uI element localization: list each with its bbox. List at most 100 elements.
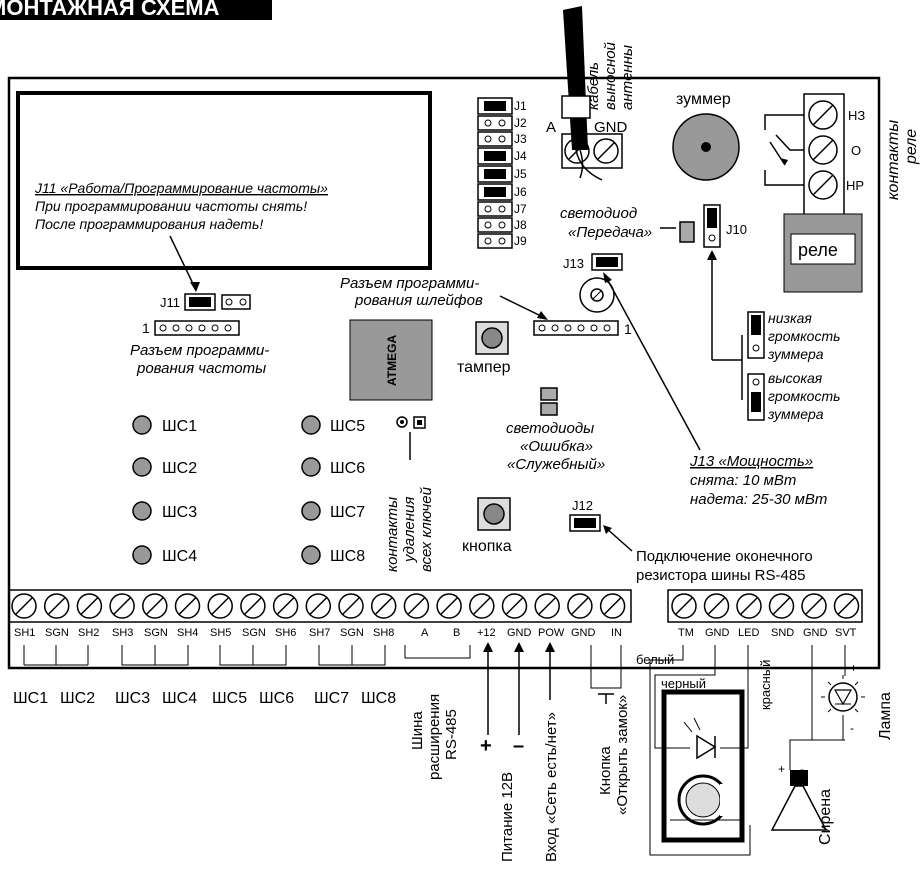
svg-text:расширения: расширения [426,694,443,780]
terminal-strip-right [667,589,863,623]
terminal-right-screw-slot-3 [772,597,791,615]
siren [790,770,808,786]
loop-pair-5: ШС5 [212,690,247,707]
loop-pair-1: ШС1 [13,690,48,707]
terminal-main-label-2: SH2 [78,627,99,639]
terminal-main-screw-slot-16 [538,597,556,615]
volume-high-line1: высокая [768,370,823,386]
atmega-label: ATMEGA [385,335,399,386]
prog-loops-pin1: 1 [624,321,632,337]
svg-text:выносной: выносной [602,41,619,110]
note-line1: При программировании частоты снять! [35,198,307,214]
rs485-term-line1: Подключение оконечного [636,548,813,565]
svg-text:Шина: Шина [409,711,426,750]
terminal-main-label-14: +12 [477,627,496,639]
svg-text:RS-485: RS-485 [443,709,460,760]
siren-minus: - [800,762,804,776]
terminal-main-screw-slot-12 [407,597,425,615]
terminal-main-screw-slot-13 [440,597,458,615]
loop-pair-7: ШС7 [314,690,349,707]
terminal-right-screw-slot-4 [805,597,823,615]
terminal-right-label-5: SVT [835,627,857,639]
power-label: Питание 12В [499,772,516,862]
wire-white: белый [636,652,674,667]
header-title-bg [0,0,272,20]
atmega-chip [349,319,433,401]
terminal-main-label-18: IN [611,627,622,639]
antenna-pin-gnd: GND [594,119,628,136]
terminal-main-screw-slot-4 [146,597,164,615]
terminal-main-screw-slot-9 [309,597,327,615]
loop-led-7-label: ШС7 [330,504,365,521]
terminal-right-label-1: GND [705,627,730,639]
terminal-main-screw-slot-11 [375,597,393,615]
terminal-main-screw-slot-6 [211,597,229,615]
note-heading: J11 «Работа/Программирование частоты» [34,180,328,196]
svg-text:«Открыть замок»: «Открыть замок» [614,695,631,815]
terminal-main-screw-slot-7 [244,597,262,615]
reader-led-icon [683,717,717,760]
relay-com-label: О [851,143,861,158]
loop-led-5 [301,415,321,435]
led-tx [679,221,695,243]
door-button-label: Кнопка «Открыть замок» [597,695,631,815]
jumper-j1-label: J1 [514,99,527,113]
svg-text:контакты: контакты [885,120,902,200]
loop-wiring [23,645,471,666]
terminal-main-label-7: SGN [242,627,266,639]
terminal-main-label-12: A [421,627,429,639]
loop-pair-6: ШС6 [259,690,294,707]
header-title: МОНТАЖНАЯ СХЕМА [0,0,220,20]
loop-led-2-label: ШС2 [162,460,197,477]
loop-led-8 [301,545,321,565]
relay-nc-label: НЗ [848,108,865,123]
terminal-main-screw-slot-17 [571,597,589,615]
terminal-main-screw-slot-1 [48,597,66,615]
svg-text:реле: реле [903,129,920,165]
leds-line1: светодиоды [506,420,594,437]
j13-note-on: надета: 25-30 мВт [690,491,827,508]
lamp-minus: - [850,721,854,735]
svg-text:всех ключей: всех ключей [418,486,435,572]
led-service [540,402,558,416]
volume-low-line3: зуммера [767,346,824,362]
led-error [540,387,558,401]
antenna-pin-a: A [546,119,556,136]
jumper-j13-label: J13 [563,256,584,271]
prog-loops-connector [533,320,619,336]
relay-no-label: НР [846,178,864,193]
terminal-main-label-4: SGN [144,627,168,639]
loop-pair-4: ШС4 [162,690,197,707]
terminal-main-label-15: GND [507,627,532,639]
j13-note-heading: J13 «Мощность» [689,453,813,470]
loop-led-6 [301,457,321,477]
loop-led-8-label: ШС8 [330,548,365,565]
prog-freq-line1: Разъем программи- [130,342,269,359]
board-outline [7,76,881,670]
power-minus: – [513,735,524,757]
volume-high-line2: громкость [768,388,841,404]
wire-black: черный [661,676,706,691]
terminal-right-label-2: LED [738,627,759,639]
loop-led-1 [132,415,152,435]
jumper-j4-label: J4 [514,149,527,163]
lamp-plus: + [850,661,857,675]
wire-red: красный [758,660,773,710]
volume-high-line3: зуммера [767,406,824,422]
leds-line2: «Ошибка» [520,438,593,455]
terminal-strip-main [8,589,632,623]
svg-text:антенны: антенны [619,45,636,110]
siren-label: Сирена [817,789,834,845]
antenna-terminal-block [561,133,623,169]
terminal-main-label-3: SH3 [112,627,133,639]
loop-pair-8: ШС8 [361,690,396,707]
terminal-main-screw-slot-3 [113,597,131,615]
jumper-j11 [184,293,216,311]
jumper-j3-label: J3 [514,132,527,146]
svg-text:удаления: удаления [401,497,418,563]
relay-label: реле [798,240,838,260]
jumper-j12-label: J12 [572,498,593,513]
volume-low-line2: громкость [768,328,841,344]
jumper-j11-label: J11 [160,295,180,310]
